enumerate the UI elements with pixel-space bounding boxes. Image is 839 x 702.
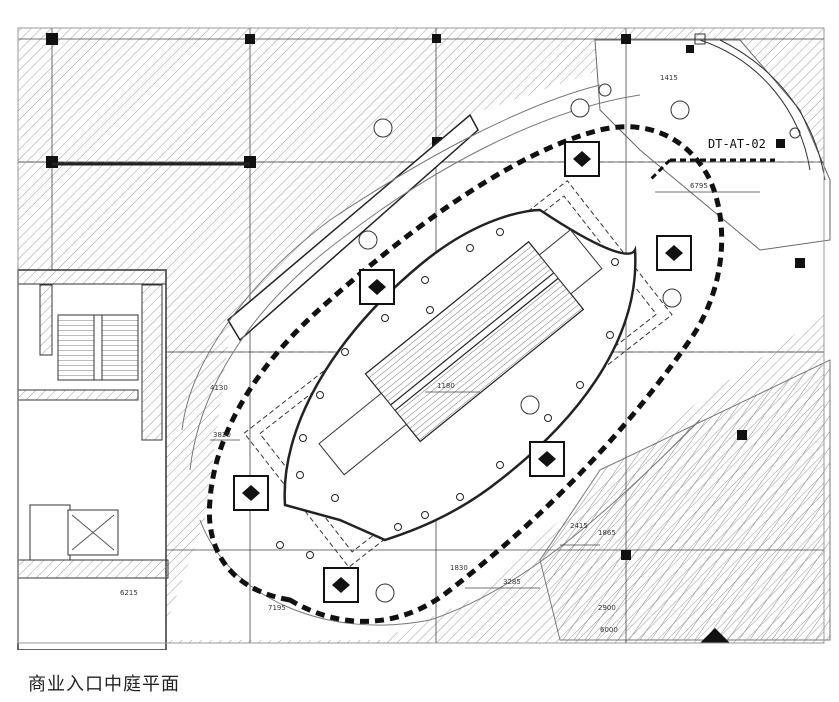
walkway-edges [181,84,701,626]
dimension-label: 4130 [210,384,228,392]
atrium-feature-columns [233,141,692,603]
drawing-frame [17,27,825,644]
dimension-label: 2900 [598,604,616,612]
dimension-label: 6795 [690,182,708,190]
escalators [318,229,603,476]
dimension-label: 2415 [570,522,588,530]
section-markers [358,83,690,603]
dimension-lines [210,191,760,589]
dimension-label: 1865 [598,529,616,537]
atrium-floor-plan: 6795 1180 1830 3285 2415 1865 3820 4130 … [17,27,831,650]
dimension-label: 3820 [213,431,231,439]
dimension-label: 1180 [437,382,455,390]
railing-posts [276,228,619,559]
elevator-tag-label: DT-AT-02 [708,137,766,151]
lower-right-hatched-zone [539,359,831,641]
drawing-caption: 商业入口中庭平面 [28,674,180,695]
dimension-labels: 6795 1180 1830 3285 2415 1865 3820 4130 … [120,74,708,634]
left-core-block [17,269,169,650]
elevator-lobby [648,33,826,182]
dimension-label: 3285 [503,578,521,586]
north-marker [700,628,730,643]
canopy-band [227,113,479,342]
dimension-label: 1830 [450,564,468,572]
dimension-label: 1415 [660,74,678,82]
atrium-boundary-dashed [206,124,725,624]
dimension-label: 6000 [600,626,618,634]
dimension-label: 7195 [268,604,286,612]
dimension-label: 6215 [120,589,138,597]
